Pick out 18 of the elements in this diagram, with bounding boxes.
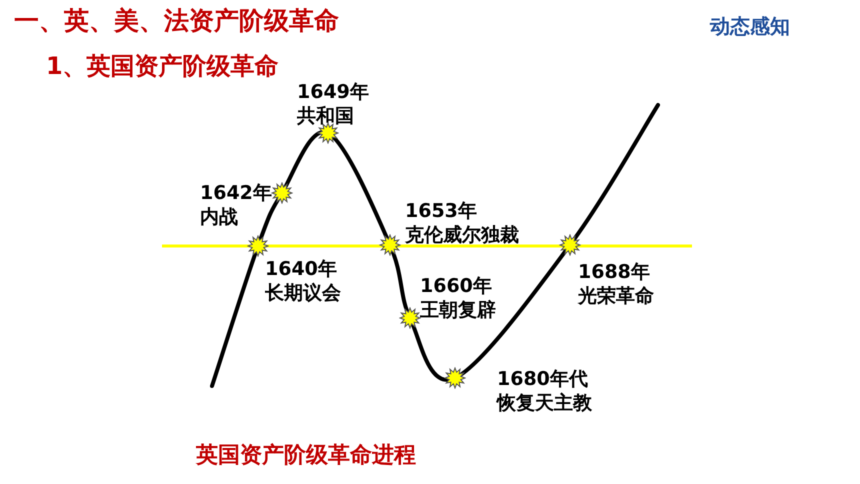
- event-label: 王朝复辟: [420, 298, 496, 322]
- corner-note: 动态感知: [710, 13, 790, 40]
- year-label: 1642年: [200, 181, 272, 205]
- heading: 一、英、美、法资产阶级革命: [14, 5, 339, 37]
- event-label: 光荣革命: [578, 284, 654, 308]
- event-label: 内战: [200, 205, 238, 229]
- event-label: 共和国: [297, 104, 354, 128]
- year-label: 1680年代: [497, 367, 588, 391]
- event-label: 长期议会: [265, 281, 341, 305]
- subheading: 1、英国资产阶级革命: [46, 51, 279, 82]
- year-label: 1649年: [297, 80, 369, 104]
- year-label: 1640年: [265, 257, 337, 281]
- year-label: 1653年: [405, 199, 477, 223]
- event-label: 恢复天主教: [497, 391, 592, 415]
- year-label: 1688年: [578, 260, 650, 284]
- year-label: 1660年: [420, 274, 492, 298]
- event-label: 克伦威尔独裁: [405, 223, 519, 247]
- caption: 英国资产阶级革命进程: [196, 442, 416, 470]
